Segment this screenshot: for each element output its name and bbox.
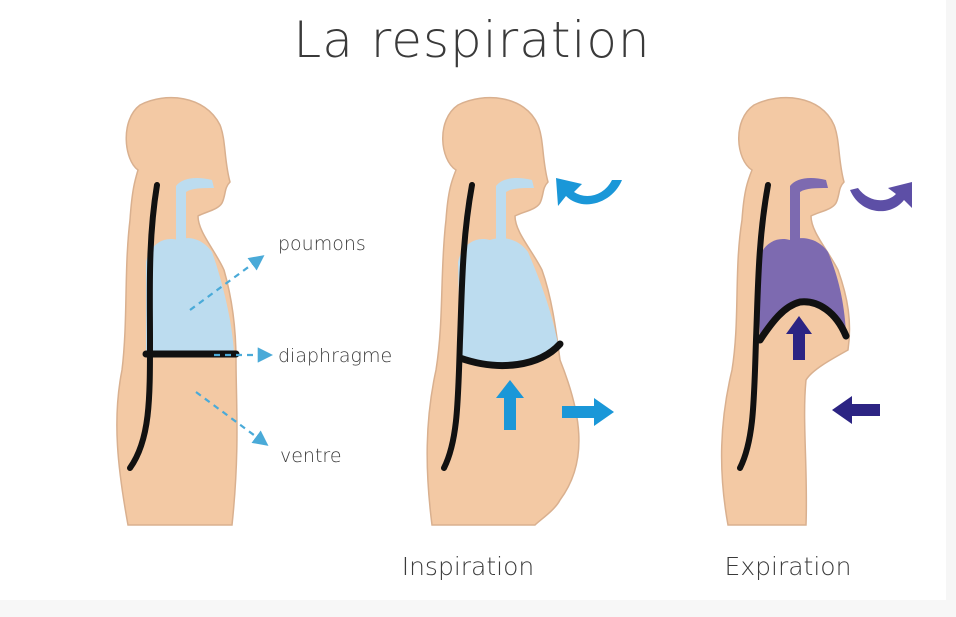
airway: [496, 178, 534, 248]
arrow-up-icon: [786, 316, 812, 360]
lungs-inflated: [458, 238, 558, 364]
label-belly: ventre: [280, 445, 342, 467]
arrow-left-icon: [832, 396, 880, 424]
arrow-right-icon: [562, 398, 614, 426]
dashed-arrow-icon: [189, 255, 265, 311]
curved-arrow-in-icon: [556, 178, 622, 206]
spine: [737, 182, 771, 471]
bottom-edge-strip: [0, 600, 956, 617]
label-lungs: poumons: [278, 233, 366, 255]
spine: [127, 182, 160, 471]
arrow-up-icon: [496, 380, 524, 430]
curved-arrow-out-icon: [850, 182, 912, 212]
airway: [790, 178, 828, 248]
dashed-arrow-icon: [195, 391, 269, 446]
right-edge-strip: [946, 0, 956, 617]
caption-inspiration: Inspiration: [402, 552, 535, 581]
airway: [176, 178, 214, 248]
lungs: [146, 238, 234, 352]
caption-expiration: Expiration: [725, 552, 852, 581]
figure-rest: poumons diaphragme ventre: [116, 96, 392, 526]
figure-inspiration: Inspiration: [402, 96, 622, 581]
label-diaphragm: diaphragme: [278, 345, 392, 367]
diagram-title: La respiration: [293, 11, 650, 69]
diaphragm-raised: [756, 298, 850, 344]
spine: [441, 182, 475, 471]
figure-expiration: Expiration: [720, 96, 912, 581]
diaphragm-lowered: [456, 340, 564, 370]
